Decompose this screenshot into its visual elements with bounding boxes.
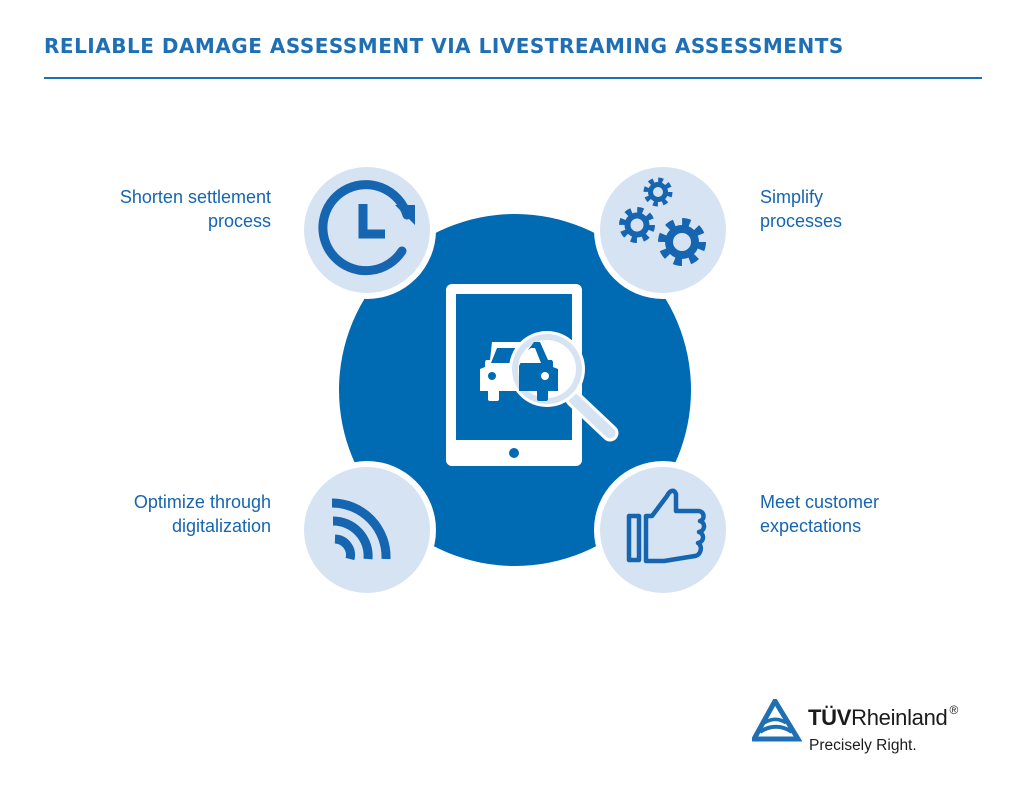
- title-underline: [44, 77, 982, 79]
- magnifier-icon: [509, 331, 619, 442]
- page-title: RELIABLE DAMAGE ASSESSMENT VIA LIVESTREA…: [44, 34, 844, 58]
- benefit-node-simplify: [594, 161, 732, 299]
- benefit-node-optimize: [298, 461, 436, 599]
- brand-tagline: Precisely Right.: [809, 737, 917, 754]
- signal-icon: [331, 498, 391, 561]
- benefit-node-customer: [594, 461, 732, 599]
- brand-name: TÜVRheinland®: [808, 703, 959, 730]
- benefit-node-shorten: [298, 161, 436, 299]
- clock-icon: [318, 180, 412, 276]
- gears-icon: [619, 177, 706, 266]
- brand-block: TÜVRheinland® Precisely Right.: [752, 697, 1002, 767]
- thumbs-up-icon: [626, 488, 707, 564]
- tuv-triangle-logo-icon: [752, 699, 802, 742]
